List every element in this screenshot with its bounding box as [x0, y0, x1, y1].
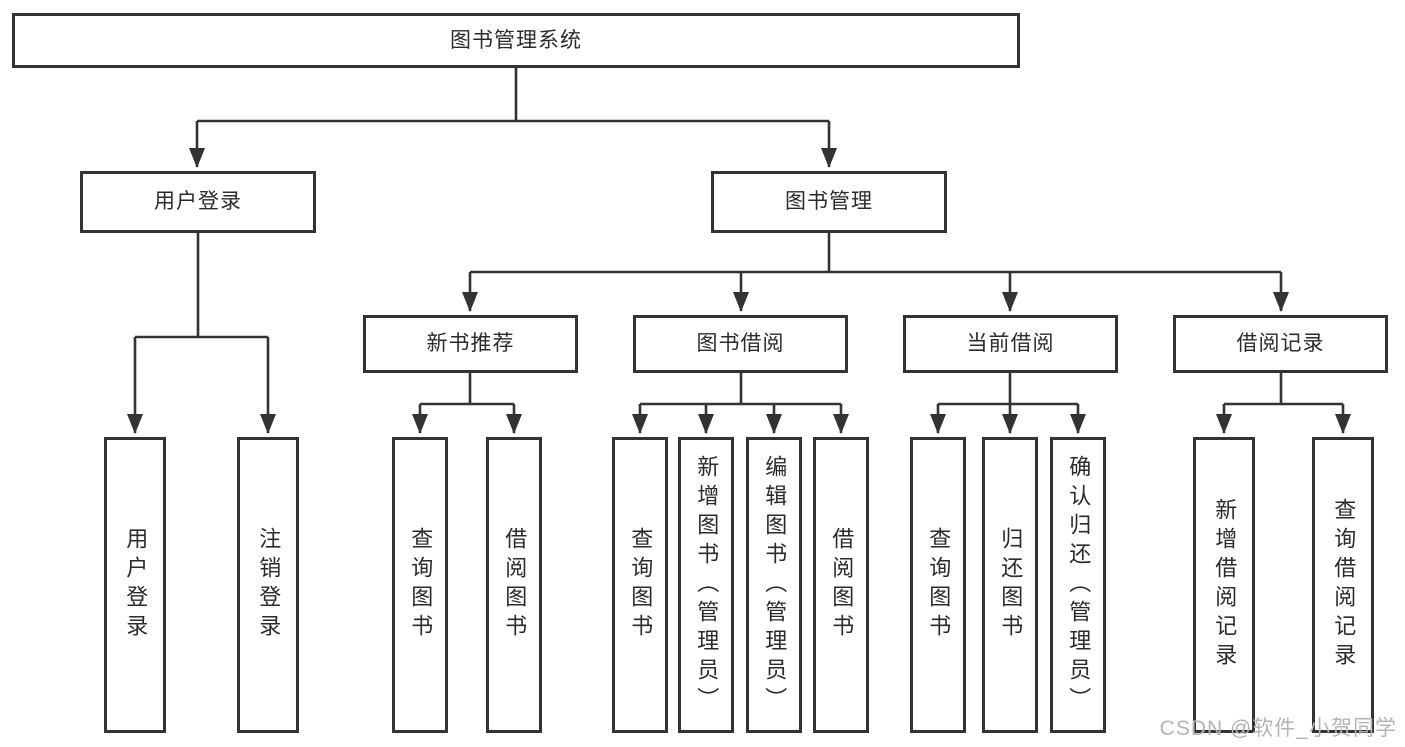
node-borrowing-record: 借阅记录 [1173, 315, 1388, 373]
leaf-borrow-books: 借阅图书 [813, 437, 869, 733]
node-book-management: 图书管理 [711, 171, 947, 233]
leaf-confirm-return-admin: 确认归还（管理员） [1050, 437, 1106, 733]
leaf-logout: 注销登录 [237, 437, 299, 733]
node-new-book-recommend: 新书推荐 [363, 315, 578, 373]
leaf-user-login: 用户登录 [104, 437, 166, 733]
leaf-add-borrow-record: 新增借阅记录 [1193, 437, 1255, 733]
node-root-library-system: 图书管理系统 [12, 13, 1020, 68]
leaf-query-books-current: 查询图书 [910, 437, 966, 733]
leaf-query-borrow-record: 查询借阅记录 [1312, 437, 1374, 733]
leaf-return-books: 归还图书 [982, 437, 1038, 733]
node-user-login: 用户登录 [80, 171, 316, 233]
leaf-edit-books-admin: 编辑图书（管理员） [746, 437, 802, 733]
node-current-borrowing: 当前借阅 [903, 315, 1118, 373]
leaf-query-books-borrow: 查询图书 [612, 437, 668, 733]
node-book-borrowing: 图书借阅 [633, 315, 848, 373]
csdn-watermark: CSDN @软件_小贺同学 [1159, 717, 1397, 740]
leaf-add-books-admin: 新增图书（管理员） [678, 437, 734, 733]
leaf-query-books-rec: 查询图书 [392, 437, 448, 733]
leaf-borrow-books-rec: 借阅图书 [486, 437, 542, 733]
